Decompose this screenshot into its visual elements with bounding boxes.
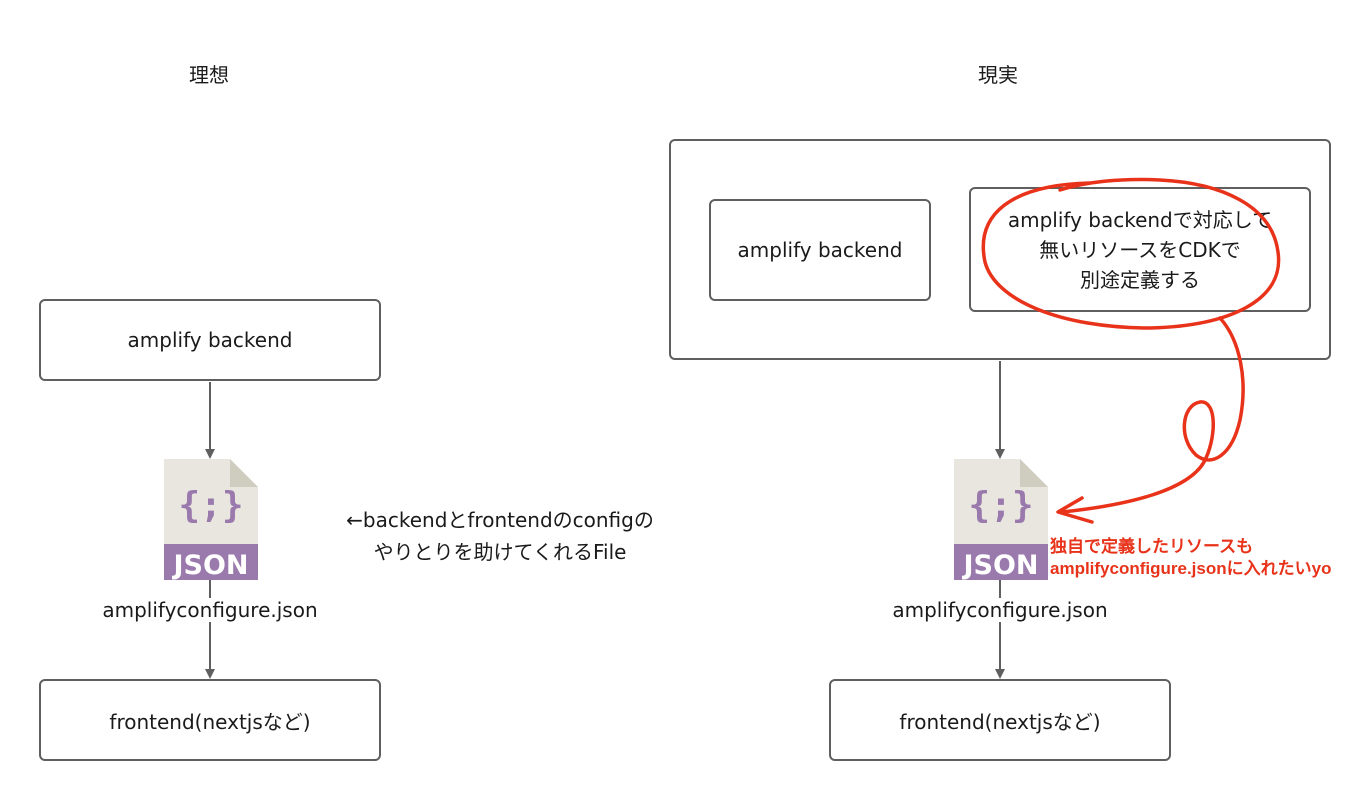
left-json-glyph: {;} [178, 485, 243, 526]
left-frontend-box: frontend(nextjsなど) [39, 679, 381, 761]
cdk-resource-box: amplify backendで対応して 無いリソースをCDKで 別途定義する [969, 187, 1311, 312]
right-frontend-label: frontend(nextjsなど) [899, 709, 1101, 734]
right-json-text: JSON [961, 550, 1038, 580]
left-note-line2: やりとりを助けてくれるFile [373, 540, 627, 564]
left-json-file-icon: {;} JSON [164, 459, 258, 584]
right-json-file-icon: {;} JSON [954, 459, 1048, 584]
right-frontend-box: frontend(nextjsなど) [829, 679, 1171, 761]
left-json-text: JSON [171, 550, 248, 580]
left-backend-label: amplify backend [127, 328, 293, 352]
left-file-name: amplifyconfigure.json [102, 598, 318, 622]
left-note-line1: ←backendとfrontendのconfigの [346, 508, 654, 532]
red-arrowhead [1056, 496, 1094, 524]
red-arrow-annotation [1060, 316, 1245, 514]
cdk-line3: 別途定義する [1080, 267, 1200, 292]
red-circle-annotation [981, 177, 1281, 330]
annotation-line2: amplifyconfigure.jsonに入れたいyo [1050, 559, 1332, 578]
annotation-note: 独自で定義したリソースも amplifyconfigure.jsonに入れたいy… [1050, 536, 1331, 580]
right-file-name: amplifyconfigure.json [892, 598, 1108, 622]
right-backend-box: amplify backend [709, 199, 931, 301]
right-backend-label: amplify backend [737, 238, 903, 262]
left-note: ←backendとfrontendのconfigの やりとりを助けてくれるFil… [330, 504, 670, 568]
cdk-line2: 無いリソースをCDKで [1039, 237, 1241, 262]
annotation-line1: 独自で定義したリソースも [1050, 537, 1254, 556]
right-json-glyph: {;} [968, 485, 1033, 526]
right-backend-container [669, 139, 1331, 360]
cdk-line1: amplify backendで対応して [1007, 207, 1273, 232]
left-frontend-label: frontend(nextjsなど) [109, 709, 311, 734]
left-backend-box: amplify backend [39, 299, 381, 381]
ideal-title: 理想 [189, 63, 229, 87]
reality-title: 現実 [978, 63, 1018, 87]
